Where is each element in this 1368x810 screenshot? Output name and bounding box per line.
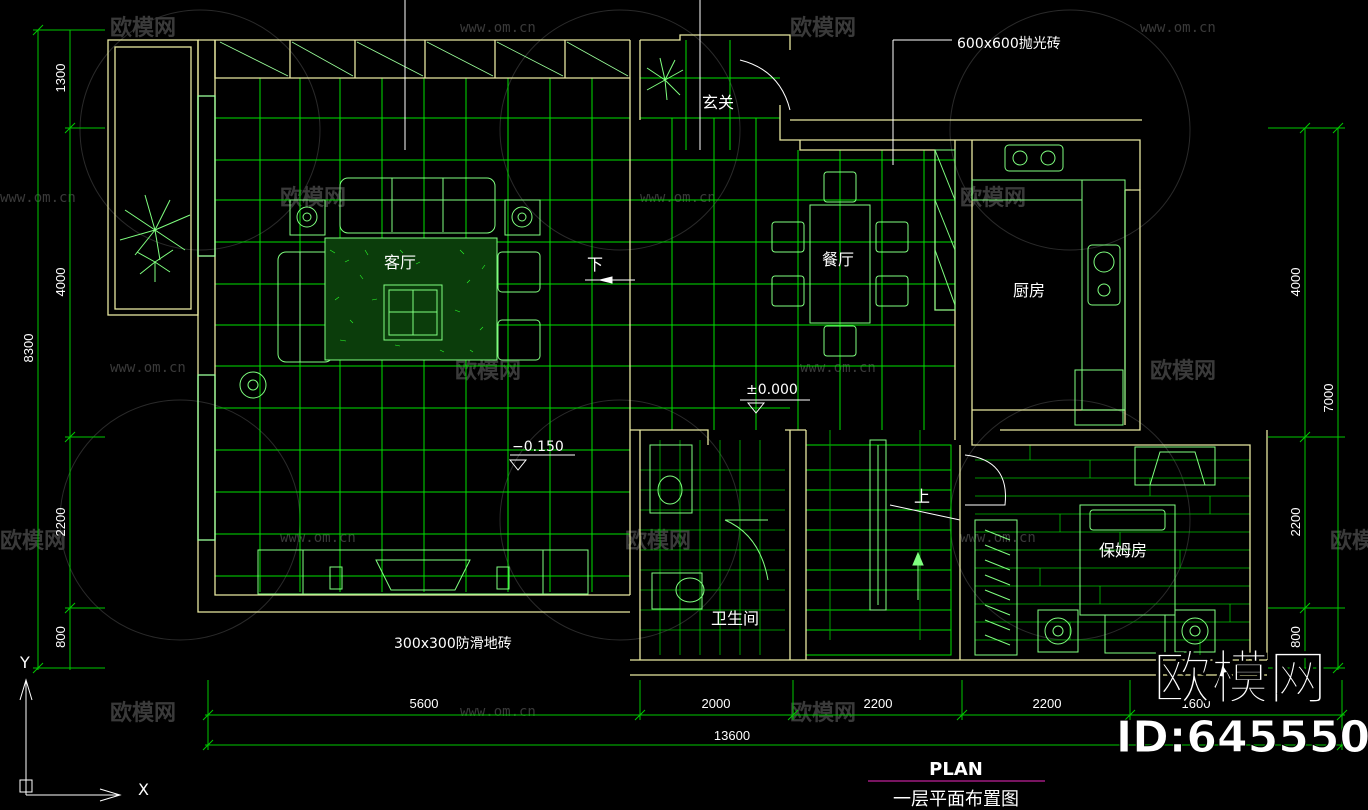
dim-bottom-2: 2000 [702, 696, 731, 711]
room-label-living: 客厅 [384, 253, 416, 272]
dining-table [809, 204, 871, 324]
dim-left-4: 800 [53, 626, 68, 648]
watermark-url: www.om.cn [960, 530, 1036, 546]
watermark-url: www.om.cn [460, 20, 536, 36]
watermark-logo: 欧模网 [1153, 644, 1327, 712]
dim-left-2: 4000 [53, 268, 68, 297]
sofa [339, 177, 496, 234]
ucs-axis-icon [19, 678, 122, 802]
dim-bottom-4: 2200 [1033, 696, 1062, 711]
dim-right-2: 2200 [1288, 508, 1303, 537]
level-marker-living: −0.150 [512, 439, 564, 455]
side-table [289, 199, 326, 236]
nightstand [1037, 609, 1079, 653]
dim-right-total: 7000 [1321, 384, 1336, 413]
watermark-url: www.om.cn [800, 360, 876, 376]
nightstand [1174, 609, 1216, 653]
watermark-url: www.om.cn [110, 360, 186, 376]
dining-chair [823, 171, 857, 203]
fridge [1074, 369, 1124, 426]
armchair-right [497, 319, 541, 361]
dim-left-1: 1300 [53, 64, 68, 93]
furniture [119, 57, 1216, 656]
dim-left-total: 8300 [21, 334, 36, 363]
washbasin [649, 444, 693, 514]
watermark-layer: 欧模网 www.om.cn 欧模网 www.om.cn www.om.cn 欧模… [0, 9, 1368, 726]
armchair-right [497, 251, 541, 293]
leader-lines [404, 0, 952, 471]
watermark-brand: 欧模网 [790, 700, 856, 726]
dim-bottom-5: 1600 [1182, 696, 1211, 711]
dim-right-1: 4000 [1288, 268, 1303, 297]
wardrobe [974, 519, 1018, 656]
axis-y-label: Y [19, 653, 30, 672]
room-label-dining: 餐厅 [822, 250, 854, 269]
stove [1004, 144, 1064, 172]
dim-right-3: 800 [1288, 626, 1303, 648]
dim-bottom-3: 2200 [864, 696, 893, 711]
sink [1087, 244, 1121, 306]
dimension-lines [32, 24, 1348, 751]
drawing-plan-label: PLAN [929, 759, 983, 780]
watermark-brand: 欧模网 [1150, 358, 1216, 384]
dim-bottom-1: 5600 [410, 696, 439, 711]
axis-x-label: X [138, 780, 149, 799]
floor-lamp [239, 371, 267, 399]
stair-up-label: 上 [914, 487, 930, 506]
dining-chair [875, 275, 909, 307]
annotation-floor-tile-lower: 300x300防滑地砖 [394, 635, 512, 652]
dining-chair [823, 325, 857, 357]
side-table [504, 199, 541, 236]
dining-chair [771, 275, 805, 307]
watermark-brand: 欧模网 [0, 528, 66, 554]
drawing-title: 一层平面布置图 [893, 789, 1019, 810]
dining-chair [771, 221, 805, 253]
watermark-brand: 欧模网 [960, 185, 1026, 211]
watermark-url: www.om.cn [1140, 20, 1216, 36]
dim-left-3: 2200 [53, 508, 68, 537]
door-swing [964, 454, 1006, 506]
watermark-url: www.om.cn [640, 190, 716, 206]
plant [119, 57, 684, 282]
tile-grid-main [215, 40, 955, 592]
watermark-brand: 欧模网 [110, 700, 176, 726]
watermark-brand: 欧模网 [280, 185, 346, 211]
annotation-floor-tile-upper: 600x600抛光砖 [957, 36, 1061, 52]
staircase [805, 430, 961, 656]
walls [107, 34, 1268, 676]
room-label-foyer: 玄关 [702, 93, 734, 112]
door-swing [739, 59, 791, 111]
stair-down-label: 下 [587, 255, 603, 274]
toilet [651, 572, 703, 610]
watermark-id: ID:645550 [1116, 712, 1368, 763]
room-label-bathroom: 卫生间 [711, 609, 759, 628]
room-label-maid-room: 保姆房 [1099, 541, 1147, 560]
coffee-table [383, 284, 443, 341]
watermark-url: www.om.cn [460, 704, 536, 720]
tv-unit [1134, 446, 1216, 486]
watermark-brand: 欧模网 [455, 358, 521, 384]
level-marker-main: ±0.000 [746, 382, 798, 398]
dining-chair [875, 221, 909, 253]
tv-cabinet [257, 549, 589, 595]
watermark-brand: 欧模网 [1330, 528, 1368, 554]
dim-total: 13600 [714, 728, 750, 743]
watermark-url: www.om.cn [280, 530, 356, 546]
watermark-brand: 欧模网 [110, 15, 176, 41]
room-label-kitchen: 厨房 [1013, 281, 1045, 300]
watermark-brand: 欧模网 [790, 15, 856, 41]
